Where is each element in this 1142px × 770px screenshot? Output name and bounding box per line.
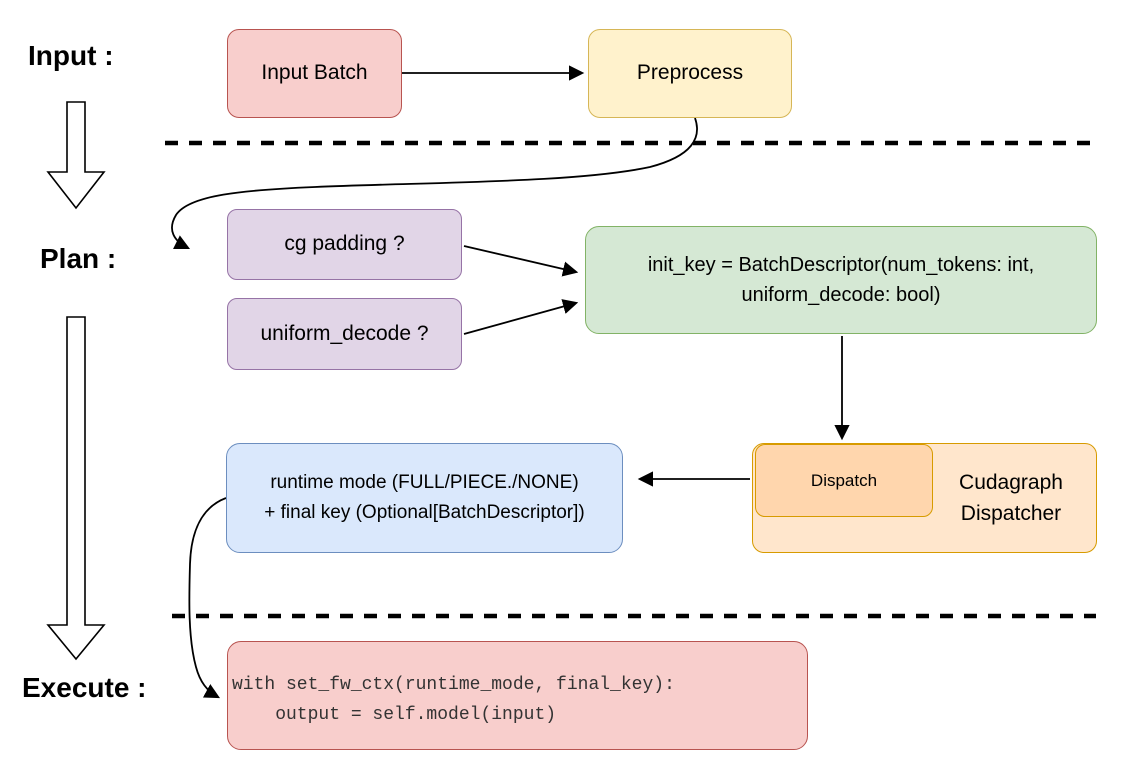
cg-padding-label: cg padding ? <box>284 232 405 256</box>
runtime-mode-line2: + final key (Optional[BatchDescriptor]) <box>264 502 585 523</box>
preprocess-label: Preprocess <box>636 61 744 85</box>
cudagraph-dispatcher-line2: Dispatcher <box>960 502 1062 525</box>
connector-uniform-decode-to-init-key <box>463 299 579 335</box>
connector-runtime-mode-to-execute-code <box>188 497 227 699</box>
stage-label-execute: Execute : <box>22 672 147 703</box>
stage-label-input: Input : <box>28 40 114 71</box>
execute-code-line1: with set_fw_ctx(runtime_mode, final_key)… <box>232 674 675 695</box>
uniform-decode-label: uniform_decode ? <box>260 321 429 345</box>
cudagraph-dispatcher-label: Cudagraph Dispatcher <box>926 467 1096 529</box>
stage-arrow-plan-to-execute-icon <box>46 316 106 661</box>
cg-padding-node: cg padding ? <box>227 209 462 280</box>
runtime-mode-node: runtime mode (FULL/PIECE./NONE) + final … <box>226 443 623 553</box>
preprocess-node: Preprocess <box>588 29 792 118</box>
dispatch-label: Dispatch <box>810 470 878 490</box>
input-batch-node: Input Batch <box>227 29 402 118</box>
stage-arrow-input-to-plan-icon <box>46 101 106 210</box>
execute-code-node: with set_fw_ctx(runtime_mode, final_key)… <box>227 641 808 750</box>
input-batch-label: Input Batch <box>261 61 368 85</box>
execute-code-line2: output = self.model(input) <box>232 704 557 725</box>
runtime-mode-line1: runtime mode (FULL/PIECE./NONE) <box>270 472 579 493</box>
cudagraph-dispatcher-line1: Cudagraph <box>959 471 1063 494</box>
init-key-node: init_key = BatchDescriptor(num_tokens: i… <box>585 226 1097 334</box>
uniform-decode-node: uniform_decode ? <box>227 298 462 370</box>
stage-label-plan: Plan : <box>40 243 117 274</box>
dispatch-node: Dispatch <box>755 444 933 517</box>
connector-cg-padding-to-init-key <box>463 245 579 277</box>
init-key-line1: init_key = BatchDescriptor(num_tokens: i… <box>647 254 1035 276</box>
init-key-line2: uniform_decode: bool) <box>741 284 941 306</box>
